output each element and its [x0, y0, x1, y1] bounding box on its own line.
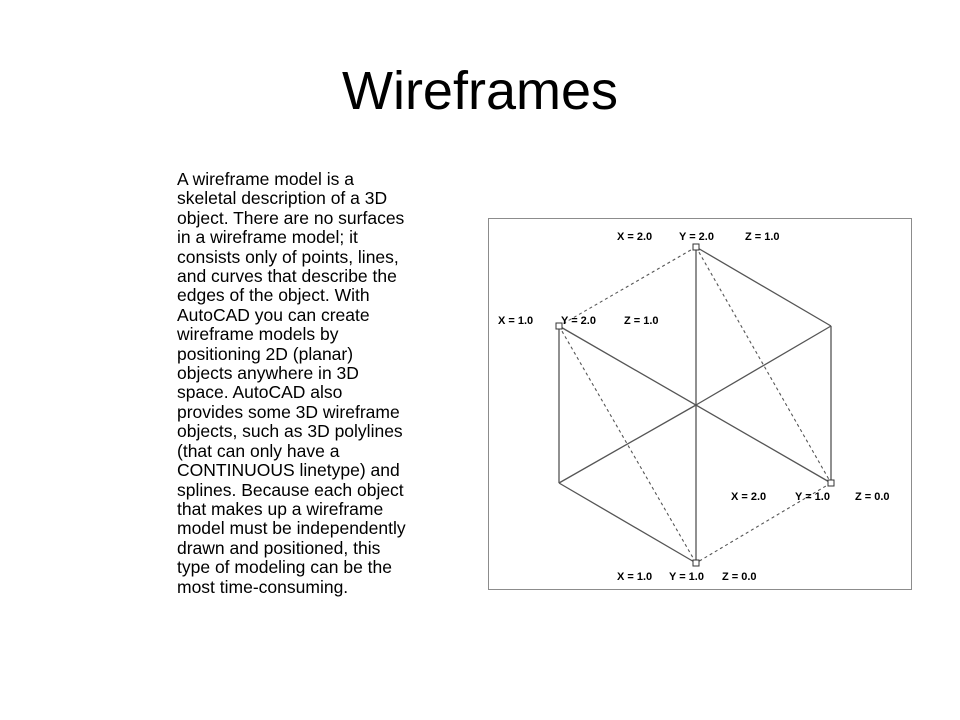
body-line: A wireframe model is a — [177, 169, 355, 189]
label-top-vertex: X = 2.0 Y = 2.0 Z = 1.0 — [617, 231, 780, 243]
body-line: model must be independently — [177, 518, 406, 539]
body-line: consists only of points, lines, — [177, 246, 399, 267]
label-lower-right-vertex: X = 2.0 Y = 1.0 Z = 0.0 — [731, 491, 890, 503]
cube-diagonal — [558, 325, 832, 484]
wireframe-diagram: X = 2.0 Y = 2.0 Z = 1.0 X = 1.0 Y = 2.0 … — [488, 218, 912, 590]
body-line: positioning 2D (planar) — [177, 343, 354, 364]
body-line: objects anywhere in 3D — [177, 363, 359, 384]
cube-solid-edges — [558, 246, 832, 564]
coord-label: Y = 2.0 — [561, 315, 596, 327]
wireframe-cube-svg: X = 2.0 Y = 2.0 Z = 1.0 X = 1.0 Y = 2.0 … — [498, 231, 890, 583]
cube-dashed-diagonal — [558, 325, 697, 564]
coord-label: X = 1.0 — [617, 571, 652, 583]
vertex-markers — [555, 243, 835, 567]
vertex-marker — [827, 479, 835, 487]
cube-edge — [558, 482, 697, 564]
cube-dashed-edge — [558, 246, 697, 327]
body-line: object. There are no surfaces — [177, 207, 405, 228]
coord-label: Y = 1.0 — [669, 571, 704, 583]
body-line: wireframe models by — [177, 324, 339, 345]
cube-edge — [558, 404, 697, 484]
body-line: splines. Because each object — [177, 479, 404, 500]
body-line: AutoCAD you can create — [177, 304, 370, 325]
body-line: space. AutoCAD also — [177, 382, 343, 403]
vertex-marker — [555, 322, 563, 330]
body-line: provides some 3D wireframe — [177, 401, 400, 422]
cube-dashed-edges — [558, 246, 832, 564]
body-line: objects, such as 3D polylines — [177, 421, 403, 442]
body-line: type of modeling can be the — [177, 557, 393, 578]
vertex-marker — [692, 243, 700, 251]
label-upper-left-vertex: X = 1.0 Y = 2.0 Z = 1.0 — [498, 315, 659, 327]
coord-label: Y = 1.0 — [795, 491, 830, 503]
slide-title: Wireframes — [341, 61, 618, 121]
cube-edge — [695, 246, 832, 327]
coord-label: Z = 0.0 — [855, 491, 890, 503]
coord-label: Z = 1.0 — [745, 231, 780, 243]
cube-dashed-edge — [695, 482, 832, 564]
body-line: (that can only have a — [177, 440, 340, 461]
coord-label: Y = 2.0 — [679, 231, 714, 243]
body-line: edges of the object. With — [177, 285, 370, 306]
coord-label: Z = 0.0 — [722, 571, 757, 583]
coord-label: X = 1.0 — [498, 315, 533, 327]
body-line: and curves that describe the — [177, 266, 397, 287]
body-line: most time-consuming. — [177, 576, 349, 597]
body-line: in a wireframe model; it — [177, 227, 358, 248]
body-line: skeletal description of a 3D — [177, 188, 388, 209]
body-line: drawn and positioned, this — [177, 537, 381, 558]
coord-label: X = 2.0 — [731, 491, 766, 503]
body-paragraph: A wireframe model is a skeletal descript… — [177, 169, 469, 597]
coord-label: Z = 1.0 — [624, 315, 659, 327]
cube-edge — [695, 325, 832, 406]
body-line: that makes up a wireframe — [177, 498, 384, 519]
coord-label: X = 2.0 — [617, 231, 652, 243]
body-line: CONTINUOUS linetype) and — [177, 460, 400, 481]
vertex-marker — [692, 559, 700, 567]
label-bottom-vertex: X = 1.0 Y = 1.0 Z = 0.0 — [617, 571, 757, 583]
